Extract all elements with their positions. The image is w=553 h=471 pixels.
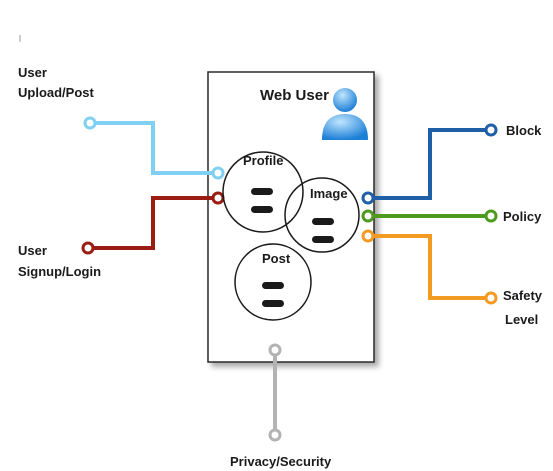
image-label: Image xyxy=(310,186,348,201)
user-avatar-icon xyxy=(322,88,368,140)
policy-endpoint xyxy=(484,209,498,223)
policy-box-port xyxy=(361,209,375,223)
block-label: Block xyxy=(506,123,542,138)
block-endpoint xyxy=(484,123,498,137)
safety-label-line1: Safety xyxy=(503,288,543,303)
post-dashes xyxy=(262,282,284,307)
safety-connector xyxy=(368,234,491,300)
privacy-label: Privacy/Security xyxy=(230,454,332,469)
upload-connector xyxy=(90,121,218,175)
box-title: Web User xyxy=(260,87,329,104)
policy-label: Policy xyxy=(503,209,542,224)
profile-dashes xyxy=(251,188,273,213)
profile-label: Profile xyxy=(243,153,283,168)
block-connector xyxy=(368,128,491,200)
upload-endpoint xyxy=(83,116,97,130)
signup-box-port xyxy=(211,191,225,205)
safety-endpoint xyxy=(484,291,498,305)
signup-label-line2: Signup/Login xyxy=(18,264,101,279)
upload-label-line2: Upload/Post xyxy=(18,85,95,100)
safety-box-port xyxy=(361,229,375,243)
post-circle xyxy=(234,243,312,321)
privacy-endpoint xyxy=(268,428,282,442)
upload-box-port xyxy=(211,166,225,180)
image-circle xyxy=(284,177,360,253)
image-dashes xyxy=(312,218,334,243)
safety-label-line2: Level xyxy=(505,312,538,327)
post-label: Post xyxy=(262,251,291,266)
signup-endpoint xyxy=(81,241,95,255)
signup-connector xyxy=(88,196,218,250)
signup-label-line1: User xyxy=(18,243,47,258)
privacy-box-port xyxy=(268,343,282,357)
corner-mark xyxy=(19,35,21,42)
block-box-port xyxy=(361,191,375,205)
upload-label-line1: User xyxy=(18,65,47,80)
profile-circle xyxy=(222,151,304,233)
